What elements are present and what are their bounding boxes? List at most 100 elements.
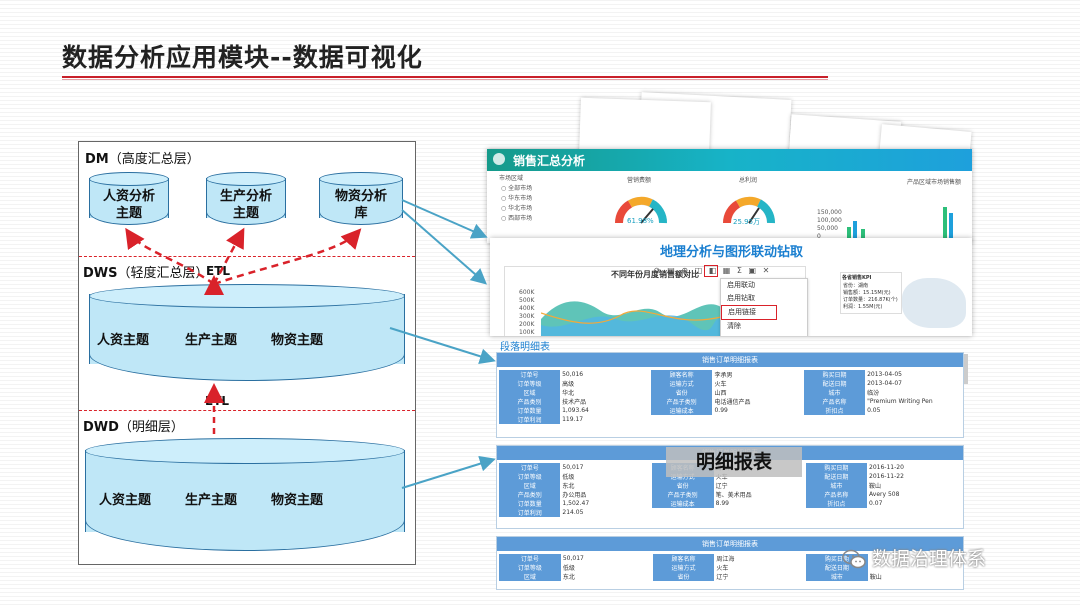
dwd-subject-production: 生产主题 <box>185 493 238 508</box>
y-tick: 150,000 <box>817 209 842 216</box>
field-value: 火车 <box>716 565 729 572</box>
field-value: 周江海 <box>716 556 735 563</box>
dws-subject-hr: 人资主题 <box>97 333 150 348</box>
etl-arrow-materials <box>213 228 362 286</box>
field-label: 产品名称 <box>805 490 868 499</box>
field-value: 2013-04-05 <box>867 371 902 378</box>
dws-cylinder: 人资主题 生产主题 物资主题 <box>89 284 405 384</box>
etl-arrow-hr <box>125 227 215 286</box>
menu-item-clear[interactable]: 清除 <box>727 322 741 330</box>
sales-summary-dashboard: 销售汇总分析 市场区域 ○ 全部市场 ○ 华东市场 ○ 华北市场 ○ 西部市场 … <box>487 149 972 243</box>
menu-item-enable-linkage[interactable]: 启用联动 <box>727 281 755 289</box>
field-label: 订单利润 <box>499 415 561 424</box>
map-region <box>902 278 966 328</box>
y-tick: 200K <box>519 321 535 328</box>
field-value: 2013-04-07 <box>867 380 902 387</box>
field-value: 低级 <box>562 474 575 481</box>
field-label: 顾客名称 <box>652 554 715 563</box>
field-label: 省份 <box>652 572 715 581</box>
field-value: 1,093.64 <box>562 407 589 414</box>
field-label: 订单数量 <box>499 406 561 415</box>
y-tick: 500K <box>519 297 535 304</box>
field-value: 笔、美术用品 <box>715 492 752 499</box>
scrollbar-thumb[interactable] <box>964 354 968 384</box>
report-title: 销售订单明细报表 <box>497 537 963 551</box>
field-label: 购买日期 <box>805 554 868 563</box>
dm-cylinder-hr: 人资分析主题 <box>89 172 169 228</box>
dws-subject-production: 生产主题 <box>185 333 238 348</box>
field-value: 山西 <box>714 390 727 397</box>
field-label: 产品类别 <box>499 490 561 499</box>
field-value: 临汾 <box>867 390 880 397</box>
field-value: 辽宁 <box>716 574 729 581</box>
link-arrow-dws-detail <box>389 327 496 365</box>
warehouse-architecture-diagram: DM（高度汇总层） 人资分析主题 生产分析主题 物资分析库 DWS（轻度汇总层）… <box>78 141 416 565</box>
watermark-text: 数据治理体系 <box>872 548 987 570</box>
field-value: 办公用品 <box>562 492 587 499</box>
field-value: 电话通信产品 <box>714 399 751 406</box>
market-filter-option[interactable]: ○ 华东市场 <box>501 195 533 202</box>
slide-title: 数据分析应用模块--数据可视化 <box>62 43 423 72</box>
field-value: 0.99 <box>714 407 728 414</box>
region-bar <box>949 213 953 241</box>
field-label: 订单号 <box>499 463 561 472</box>
field-value: 东北 <box>562 574 575 581</box>
field-value: 鞍山 <box>869 483 882 490</box>
field-label: 订单等级 <box>499 563 561 572</box>
menu-item-enable-drill[interactable]: 启用钻取 <box>727 294 755 302</box>
etl-arrow-production <box>212 227 245 285</box>
market-filter-option[interactable]: ○ 西部市场 <box>501 215 533 222</box>
field-value: 1,502.47 <box>562 500 590 507</box>
field-label: 购买日期 <box>805 463 868 472</box>
market-filter-option[interactable]: ○ 华北市场 <box>501 205 533 212</box>
dws-subject-materials: 物资主题 <box>271 333 324 348</box>
table-row: 区域华北省份山西城市临汾 <box>499 388 959 397</box>
table-row: 产品类别技术产品产品子类别电话通信产品产品名称"Premium Writing … <box>499 397 959 406</box>
table-row: 区域东北省份辽宁城市鞍山 <box>499 572 959 581</box>
dm-dws-separator <box>79 256 415 257</box>
market-filter-option[interactable]: ○ 全部市场 <box>501 185 533 192</box>
y-tick: 100,000 <box>817 217 842 224</box>
dwd-subject-hr: 人资主题 <box>99 493 152 508</box>
field-value: 李承男 <box>714 372 733 379</box>
field-value: 华北 <box>562 390 575 397</box>
kpi1-value: 61.98% <box>627 217 654 225</box>
field-label: 订单利润 <box>499 508 561 517</box>
field-label: 运输方式 <box>652 563 715 572</box>
dws-layer-label: DWS（轻度汇总层） <box>83 266 209 281</box>
field-value: 低级 <box>562 565 575 572</box>
region-bar <box>853 221 857 241</box>
field-label: 城市 <box>805 572 868 581</box>
field-label: 折扣点 <box>803 406 866 415</box>
dm-cylinder-production: 生产分析主题 <box>206 172 286 228</box>
link-arrow-dm-chart <box>401 209 488 285</box>
area-series <box>541 301 721 336</box>
link-tool-highlight[interactable] <box>704 265 718 277</box>
menu-item-enable-link[interactable]: 启用链接 <box>721 305 777 320</box>
field-value: 50,017 <box>562 464 584 471</box>
dwd-subject-materials: 物资主题 <box>271 493 324 508</box>
field-label: 订单等级 <box>499 472 561 481</box>
field-value: 119.17 <box>562 416 584 423</box>
region-chart-label: 产品区域市场销售额 <box>907 179 962 186</box>
link-arrow-dm-geo <box>401 199 488 239</box>
field-value: 鞍山 <box>869 574 882 581</box>
geo-linkage-report: 地理分析与图形联动钻取 不同年份月度销售额对比 600K 500K 400K 3… <box>490 238 972 336</box>
field-value: 火车 <box>714 381 727 388</box>
field-label: 产品类别 <box>499 397 561 406</box>
field-label: 顾客名称 <box>650 370 713 379</box>
market-filter-label: 市场区域 <box>499 175 524 182</box>
field-label: 省份 <box>651 481 714 490</box>
chart-toolbar[interactable]: ⟳ ▤ ⊕ ◫ ◧ ▦ Σ ▣ ✕ <box>654 266 772 275</box>
dwd-layer-label: DWD（明细层） <box>83 420 184 435</box>
field-value: 214.05 <box>562 509 584 516</box>
y-tick: 400K <box>519 305 535 312</box>
kpi1-label: 营销费额 <box>627 177 652 184</box>
dm-cylinder-materials: 物资分析库 <box>319 172 403 228</box>
